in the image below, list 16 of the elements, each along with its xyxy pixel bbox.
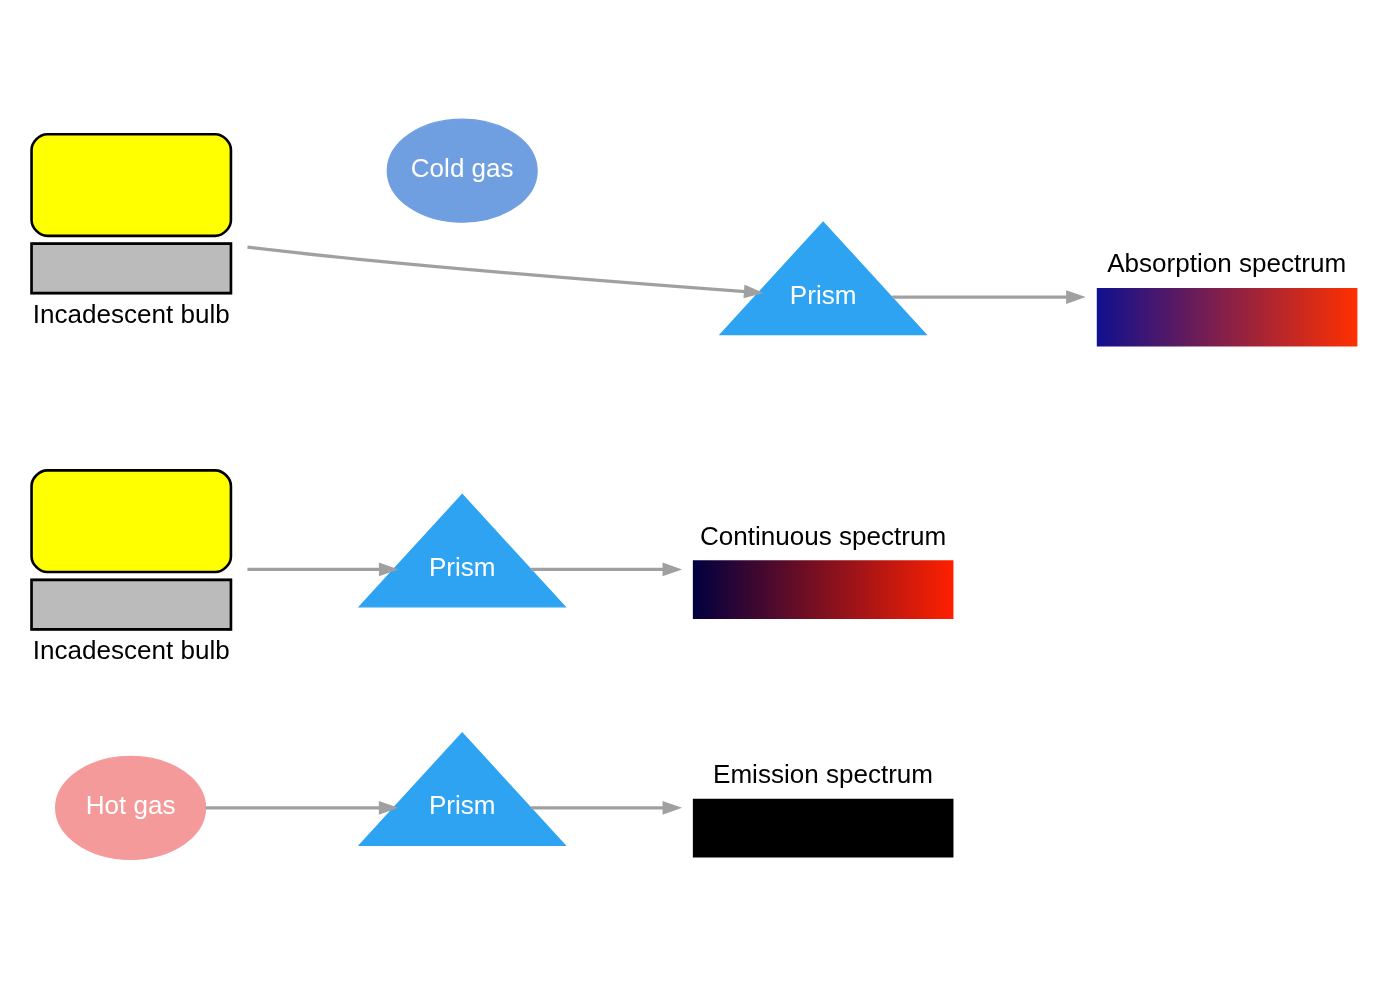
node-label: Incadescent bulb — [32, 634, 230, 665]
arrow — [247, 562, 399, 576]
arrow — [892, 289, 1086, 304]
arrow — [530, 562, 683, 576]
node-label: Continuous spectrum — [700, 520, 947, 551]
node-box — [692, 559, 954, 619]
arrow — [205, 800, 399, 815]
node-label: Emission spectrum — [713, 758, 934, 789]
arrow — [530, 800, 683, 815]
arrow — [247, 245, 764, 298]
node-box — [1096, 287, 1358, 347]
node-label: Incadescent bulb — [32, 298, 230, 329]
node-box — [692, 798, 954, 857]
node-label: Absorption spectrum — [1107, 247, 1347, 278]
node-ellipse: Hot gas — [55, 755, 207, 860]
node-ellipse: Cold gas — [386, 118, 538, 223]
